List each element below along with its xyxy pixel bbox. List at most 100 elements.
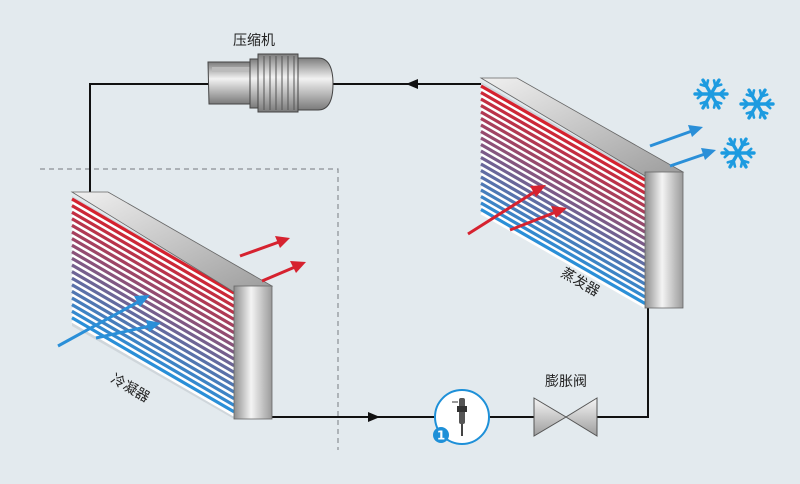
tube [71, 230, 235, 328]
tube [480, 130, 646, 227]
tube-fin [480, 172, 646, 270]
tube-fin [480, 140, 646, 237]
tube-fin [480, 107, 646, 205]
tube [480, 175, 646, 273]
tube [480, 195, 646, 292]
hot-air-arrow [239, 236, 290, 258]
tube-fin [480, 101, 646, 198]
tube [71, 204, 235, 301]
tube [71, 263, 235, 361]
tube-fin [480, 133, 646, 231]
flow-arrow-bottom [368, 412, 380, 422]
expansion-valve-icon [533, 397, 598, 437]
air-flow-arrows [57, 125, 716, 348]
tube [71, 243, 235, 341]
tube-fin [71, 221, 235, 318]
snowflake-icon [693, 78, 729, 110]
tube [71, 237, 235, 334]
tube [71, 309, 235, 407]
tube [480, 201, 646, 299]
sensor-icon [452, 398, 467, 436]
tube-fin [71, 247, 235, 344]
tube [71, 257, 235, 354]
tube-fin [480, 198, 646, 296]
compressor-label: 压缩机 [233, 33, 275, 49]
tube [480, 188, 646, 286]
sensor-marker-number: 1 [437, 429, 445, 443]
tube-fin [71, 267, 235, 364]
cold-air-arrow [57, 295, 150, 348]
tube-fin [71, 313, 235, 410]
tube-fin [480, 166, 646, 263]
tube [480, 169, 646, 266]
tube-fin [480, 185, 646, 283]
cold-air-arrow [95, 320, 161, 340]
tube-fin [71, 293, 235, 391]
sensor: 1 [433, 389, 490, 445]
condenser-label: 冷凝器 [108, 371, 152, 406]
tube [480, 156, 646, 253]
tube-fin [71, 201, 235, 298]
tube-fin [71, 214, 235, 311]
tube [71, 296, 235, 394]
tube [480, 91, 646, 188]
tube-fin [71, 287, 235, 384]
snowflakes [693, 78, 775, 169]
tube [71, 316, 235, 414]
tube-fin [71, 260, 235, 358]
tube [71, 283, 235, 381]
tube [480, 110, 646, 208]
tube [480, 143, 646, 240]
tube-fin [71, 254, 235, 351]
compressor-icon [207, 53, 334, 113]
tube-fin [71, 240, 235, 338]
tube-fin [480, 205, 646, 302]
tube-fin [71, 227, 235, 325]
evaporator-side-panel [644, 171, 684, 309]
tube-fin [480, 211, 646, 309]
tube-fin [480, 120, 646, 218]
tube [480, 84, 646, 182]
condenser [70, 191, 274, 420]
tube-fin [71, 300, 235, 397]
tube-fin [71, 207, 235, 305]
cold-air-arrow [669, 148, 716, 168]
tube [480, 208, 646, 305]
flow-arrow-top [406, 79, 418, 89]
tube-fin [480, 94, 646, 192]
condenser-tubes [71, 197, 235, 417]
snowflake-icon [720, 137, 756, 169]
tube-fin [480, 88, 646, 185]
tube [71, 210, 235, 308]
tube [71, 197, 235, 295]
dashed-divider [40, 168, 339, 450]
tube [71, 224, 235, 321]
tube-fin [480, 153, 646, 250]
hot-air-arrow [467, 185, 546, 236]
tube [71, 250, 235, 348]
tube [480, 97, 646, 195]
tube [480, 149, 646, 247]
cold-air-arrow [649, 125, 703, 148]
tube [480, 182, 646, 279]
snowflake-icon [739, 88, 775, 120]
tube [71, 270, 235, 367]
tube-fin [480, 127, 646, 224]
tube [480, 123, 646, 221]
tube [71, 217, 235, 315]
tube-fin [480, 179, 646, 276]
tube-fin [480, 114, 646, 211]
tube [71, 303, 235, 400]
tube-fin [480, 146, 646, 244]
expansion-valve-label: 膨胀阀 [545, 373, 587, 390]
condenser-side-panel [233, 285, 273, 420]
hot-air-arrow [261, 261, 306, 283]
hot-air-arrow [509, 206, 567, 232]
tube [480, 117, 646, 214]
tube [71, 290, 235, 387]
evaporator [479, 77, 685, 309]
sensor-marker-badge [433, 427, 449, 443]
tube [480, 104, 646, 201]
